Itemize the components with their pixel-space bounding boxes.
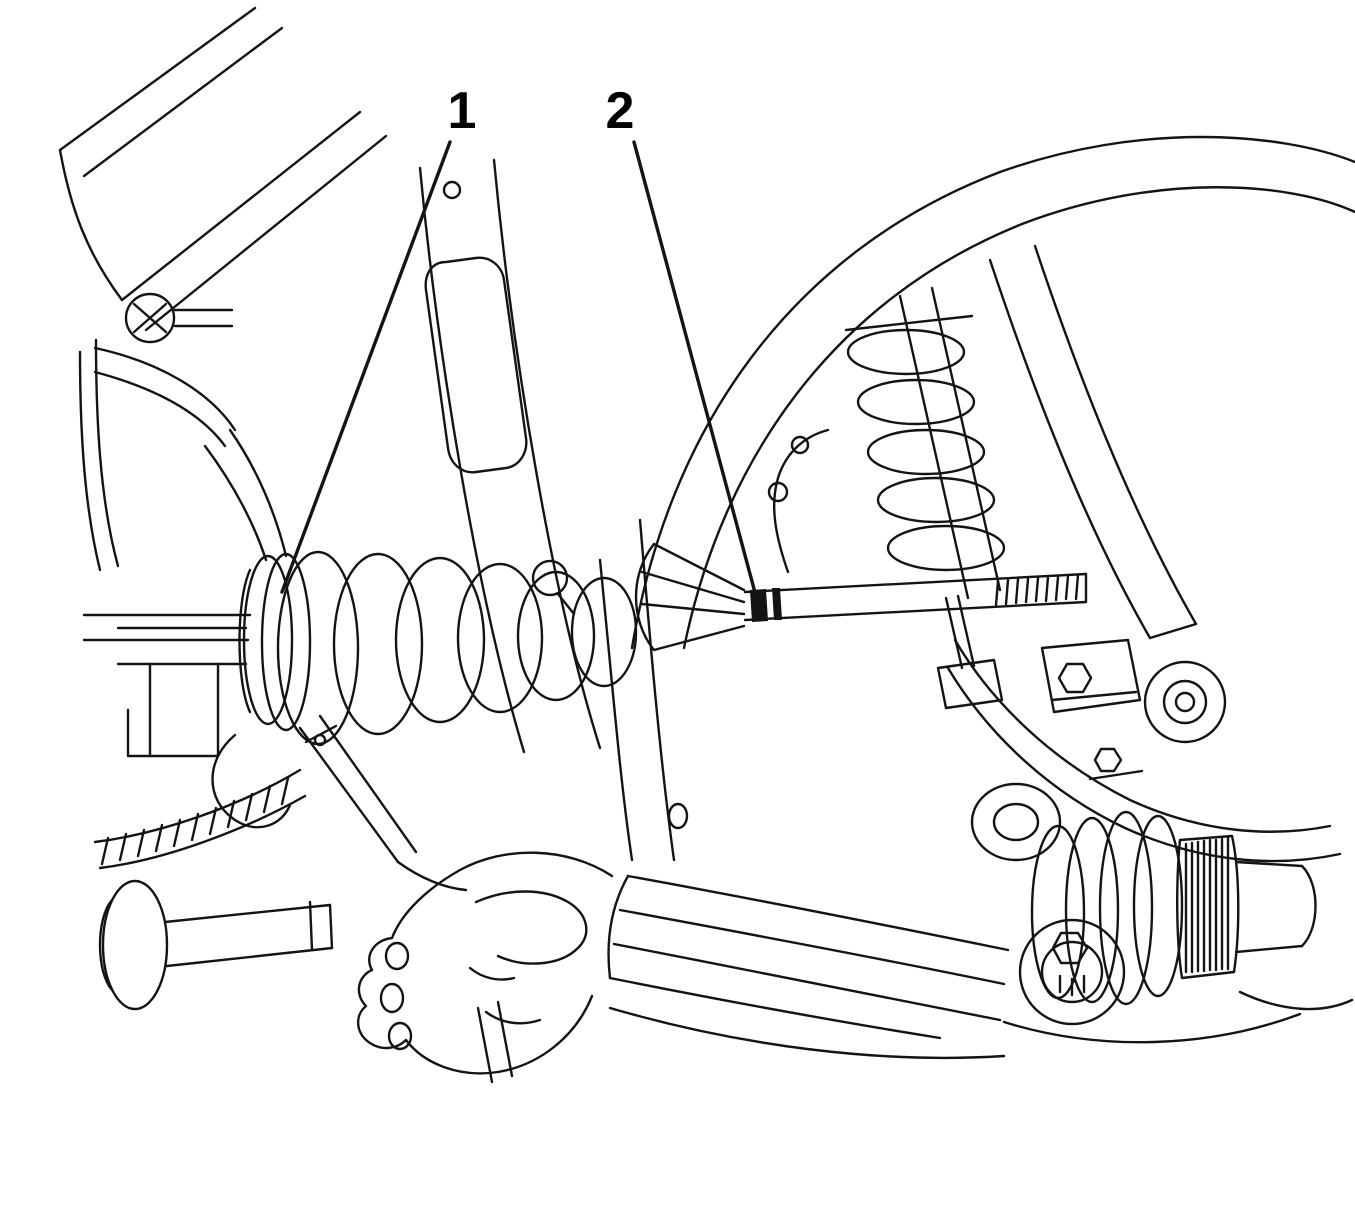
hand-outline xyxy=(357,851,614,1075)
castle-nut xyxy=(1018,918,1126,1026)
callout-2-label: 2 xyxy=(606,82,635,140)
subframe-rails xyxy=(607,874,1010,1060)
wheel-arch xyxy=(630,135,1355,650)
callout-2: 2 xyxy=(606,82,759,602)
steering-boot-bellows xyxy=(276,550,638,746)
coil-spring xyxy=(846,328,1006,572)
control-arm xyxy=(946,638,1354,1044)
boot-clamp-band xyxy=(1176,834,1240,980)
callout-1-label: 1 xyxy=(448,82,477,140)
bracket-bolts xyxy=(1040,638,1144,781)
tool-rod xyxy=(298,714,514,1084)
callout-1-leader xyxy=(280,140,452,594)
frame-screw xyxy=(124,292,234,344)
frame-rails xyxy=(58,6,388,642)
boot-clamp-rings xyxy=(238,552,312,732)
callout-2-leader xyxy=(632,140,759,602)
brake-hose xyxy=(767,428,830,574)
stabilizer-link-bolt xyxy=(743,572,1088,622)
wiring-harness-upper xyxy=(93,346,292,829)
washer-bolt xyxy=(98,879,334,1011)
strut-assembly xyxy=(844,286,1004,710)
bushing-ring-lower xyxy=(970,782,1062,862)
splash-shield-panel xyxy=(418,158,689,862)
corrugated-conduit xyxy=(93,768,307,870)
fingertips xyxy=(379,941,413,1051)
tie-rod-socket xyxy=(634,542,746,652)
boot-mount-bracket xyxy=(116,626,248,758)
callout-1: 1 xyxy=(280,82,477,594)
bushing-ring-upper xyxy=(1143,660,1227,744)
axle-shaft xyxy=(1234,860,1317,954)
